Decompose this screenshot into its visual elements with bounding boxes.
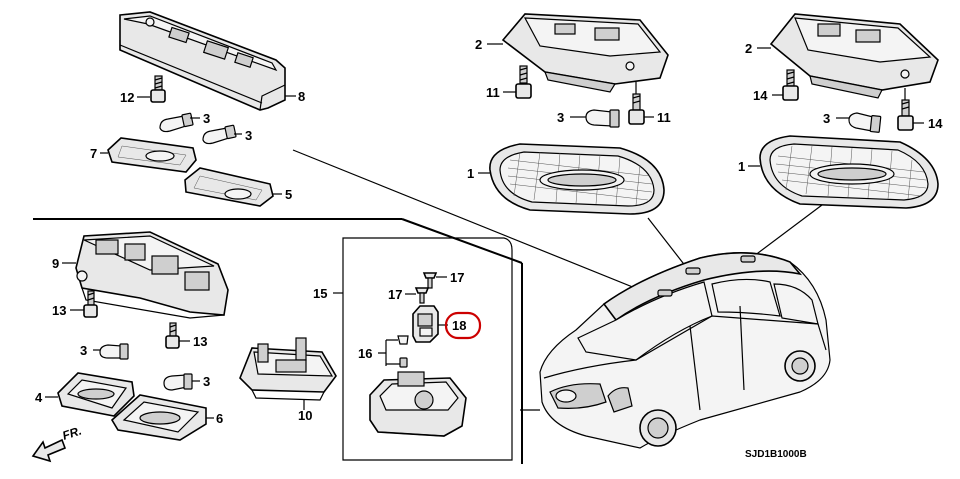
callout-15: 15 [313, 286, 327, 301]
bracket-10[interactable] [239, 337, 337, 401]
callout-11: 11 [657, 110, 671, 125]
bulb-3-lower-left[interactable] [99, 343, 129, 360]
lamp-housing-9[interactable] [75, 231, 229, 319]
callout-3: 3 [80, 343, 87, 358]
callout-2: 2 [475, 37, 482, 52]
lens-1-middle[interactable] [489, 143, 665, 215]
callout-3: 3 [203, 111, 210, 126]
screw-13-left[interactable] [83, 290, 98, 318]
callout-17: 17 [388, 287, 402, 302]
direction-label: FR. [61, 424, 84, 443]
front-direction-arrow: FR. [31, 424, 84, 463]
callout-10: 10 [298, 408, 312, 423]
callout-18: 18 [452, 318, 466, 333]
car-illustration[interactable] [520, 252, 831, 449]
screw-11-middle-left[interactable] [515, 65, 532, 99]
callout-4: 4 [35, 390, 43, 405]
box-15-frame [342, 237, 513, 461]
callout-13: 13 [52, 303, 66, 318]
callout-14: 14 [753, 88, 768, 103]
bulb-3-upper-mid[interactable] [202, 124, 237, 145]
lens-6[interactable] [110, 394, 207, 441]
screw-13-right[interactable] [165, 322, 180, 349]
map-lamp-base-2-right[interactable] [769, 13, 939, 99]
callout-7: 7 [90, 146, 97, 161]
callout-2: 2 [745, 41, 752, 56]
diagram-code: SJD1B1000B [745, 449, 807, 460]
callout-13: 13 [193, 334, 207, 349]
callout-6: 6 [216, 411, 223, 426]
callout-1: 1 [467, 166, 474, 181]
callout-12: 12 [120, 90, 134, 105]
screw-12[interactable] [150, 75, 166, 103]
screw-11-middle-right[interactable] [628, 82, 645, 125]
callout-8: 8 [298, 89, 305, 104]
screw-14-left[interactable] [782, 69, 799, 101]
screw-14-right[interactable] [897, 88, 914, 131]
bulb-3-right[interactable] [848, 112, 882, 133]
switch-18[interactable] [412, 305, 439, 343]
highlight-ring-18 [444, 311, 482, 340]
separator-lines [33, 149, 823, 464]
callout-9: 9 [52, 256, 59, 271]
callout-1: 1 [738, 159, 745, 174]
bulb-3-lower-mid[interactable] [163, 373, 193, 391]
callout-3: 3 [557, 110, 564, 125]
lens-7[interactable] [107, 137, 197, 173]
lens-1-right[interactable] [759, 135, 939, 209]
callout-3: 3 [203, 374, 210, 389]
callout-labels: 8 12 3 3 7 5 2 11 3 11 1 2 14 3 14 1 9 1… [35, 37, 943, 426]
clip-17-upper[interactable] [422, 272, 438, 289]
bulb-3-upper-left[interactable] [159, 112, 194, 133]
callout-17: 17 [450, 270, 464, 285]
bulb-3-middle[interactable] [585, 109, 620, 128]
callout-3: 3 [823, 111, 830, 126]
callout-16: 16 [358, 346, 372, 361]
map-lamp-base-2-middle[interactable] [501, 13, 669, 93]
roof-console-housing-8[interactable] [119, 11, 286, 111]
callout-11: 11 [486, 85, 500, 100]
lens-4[interactable] [57, 372, 135, 417]
callout-5: 5 [285, 187, 292, 202]
callout-14: 14 [928, 116, 943, 131]
switch-housing-15[interactable] [369, 371, 467, 437]
clip-17-lower[interactable] [414, 287, 430, 304]
lens-5[interactable] [184, 167, 274, 207]
spring-16[interactable] [397, 335, 409, 368]
callout-3: 3 [245, 128, 252, 143]
